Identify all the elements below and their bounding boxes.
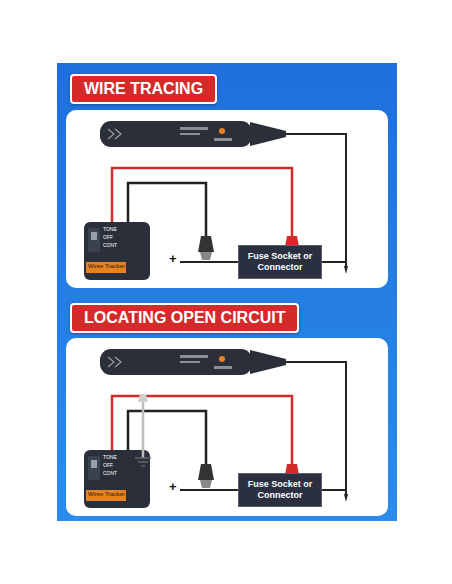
section-title: WIRE TRACING bbox=[84, 80, 203, 98]
section-tag: LOCATING OPEN CIRCUIT bbox=[70, 303, 299, 333]
switch-label: TONE bbox=[103, 227, 117, 232]
switch-label: CONT bbox=[103, 471, 117, 476]
fuse-socket-box: Fuse Socket or Connector bbox=[238, 245, 322, 279]
polarity-label: + bbox=[169, 252, 177, 265]
switch-label: CONT bbox=[103, 243, 117, 248]
device-label: Wires Tracker bbox=[88, 491, 125, 497]
switch-label: OFF bbox=[103, 463, 113, 468]
section-title: LOCATING OPEN CIRCUIT bbox=[84, 309, 285, 327]
fuse-socket-box: Fuse Socket or Connector bbox=[238, 473, 322, 507]
switch-label: TONE bbox=[103, 455, 117, 460]
device-label: Wires Tracker bbox=[88, 263, 125, 269]
section-tag: WIRE TRACING bbox=[70, 74, 217, 104]
switch-label: OFF bbox=[103, 235, 113, 240]
polarity-label: + bbox=[169, 480, 177, 493]
box-label: Fuse Socket or Connector bbox=[243, 479, 317, 501]
box-label: Fuse Socket or Connector bbox=[243, 251, 317, 273]
